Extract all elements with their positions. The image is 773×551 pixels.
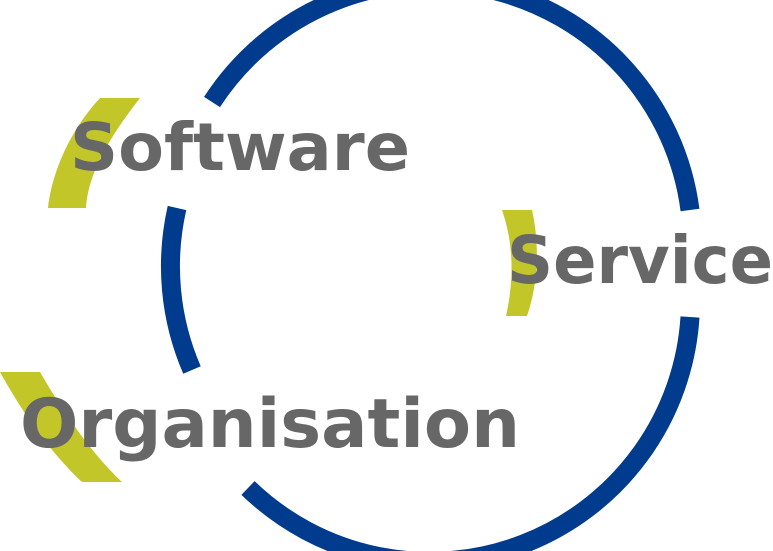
word-software: Software: [70, 109, 410, 186]
accent-crescent-organisation: [0, 372, 122, 482]
blue-ring: [160, 0, 700, 551]
ring-arc-top: [204, 0, 700, 212]
logo-words: Software Service Organisation: [20, 109, 773, 464]
accent-crescent-software: [48, 98, 140, 208]
word-service: Service: [507, 222, 773, 299]
word-organisation: Organisation: [20, 385, 520, 464]
accent-crescents: [0, 98, 537, 482]
ring-arc-left: [160, 205, 201, 374]
accent-crescent-service: [502, 210, 537, 316]
ring-arc-bottom: [241, 316, 700, 551]
